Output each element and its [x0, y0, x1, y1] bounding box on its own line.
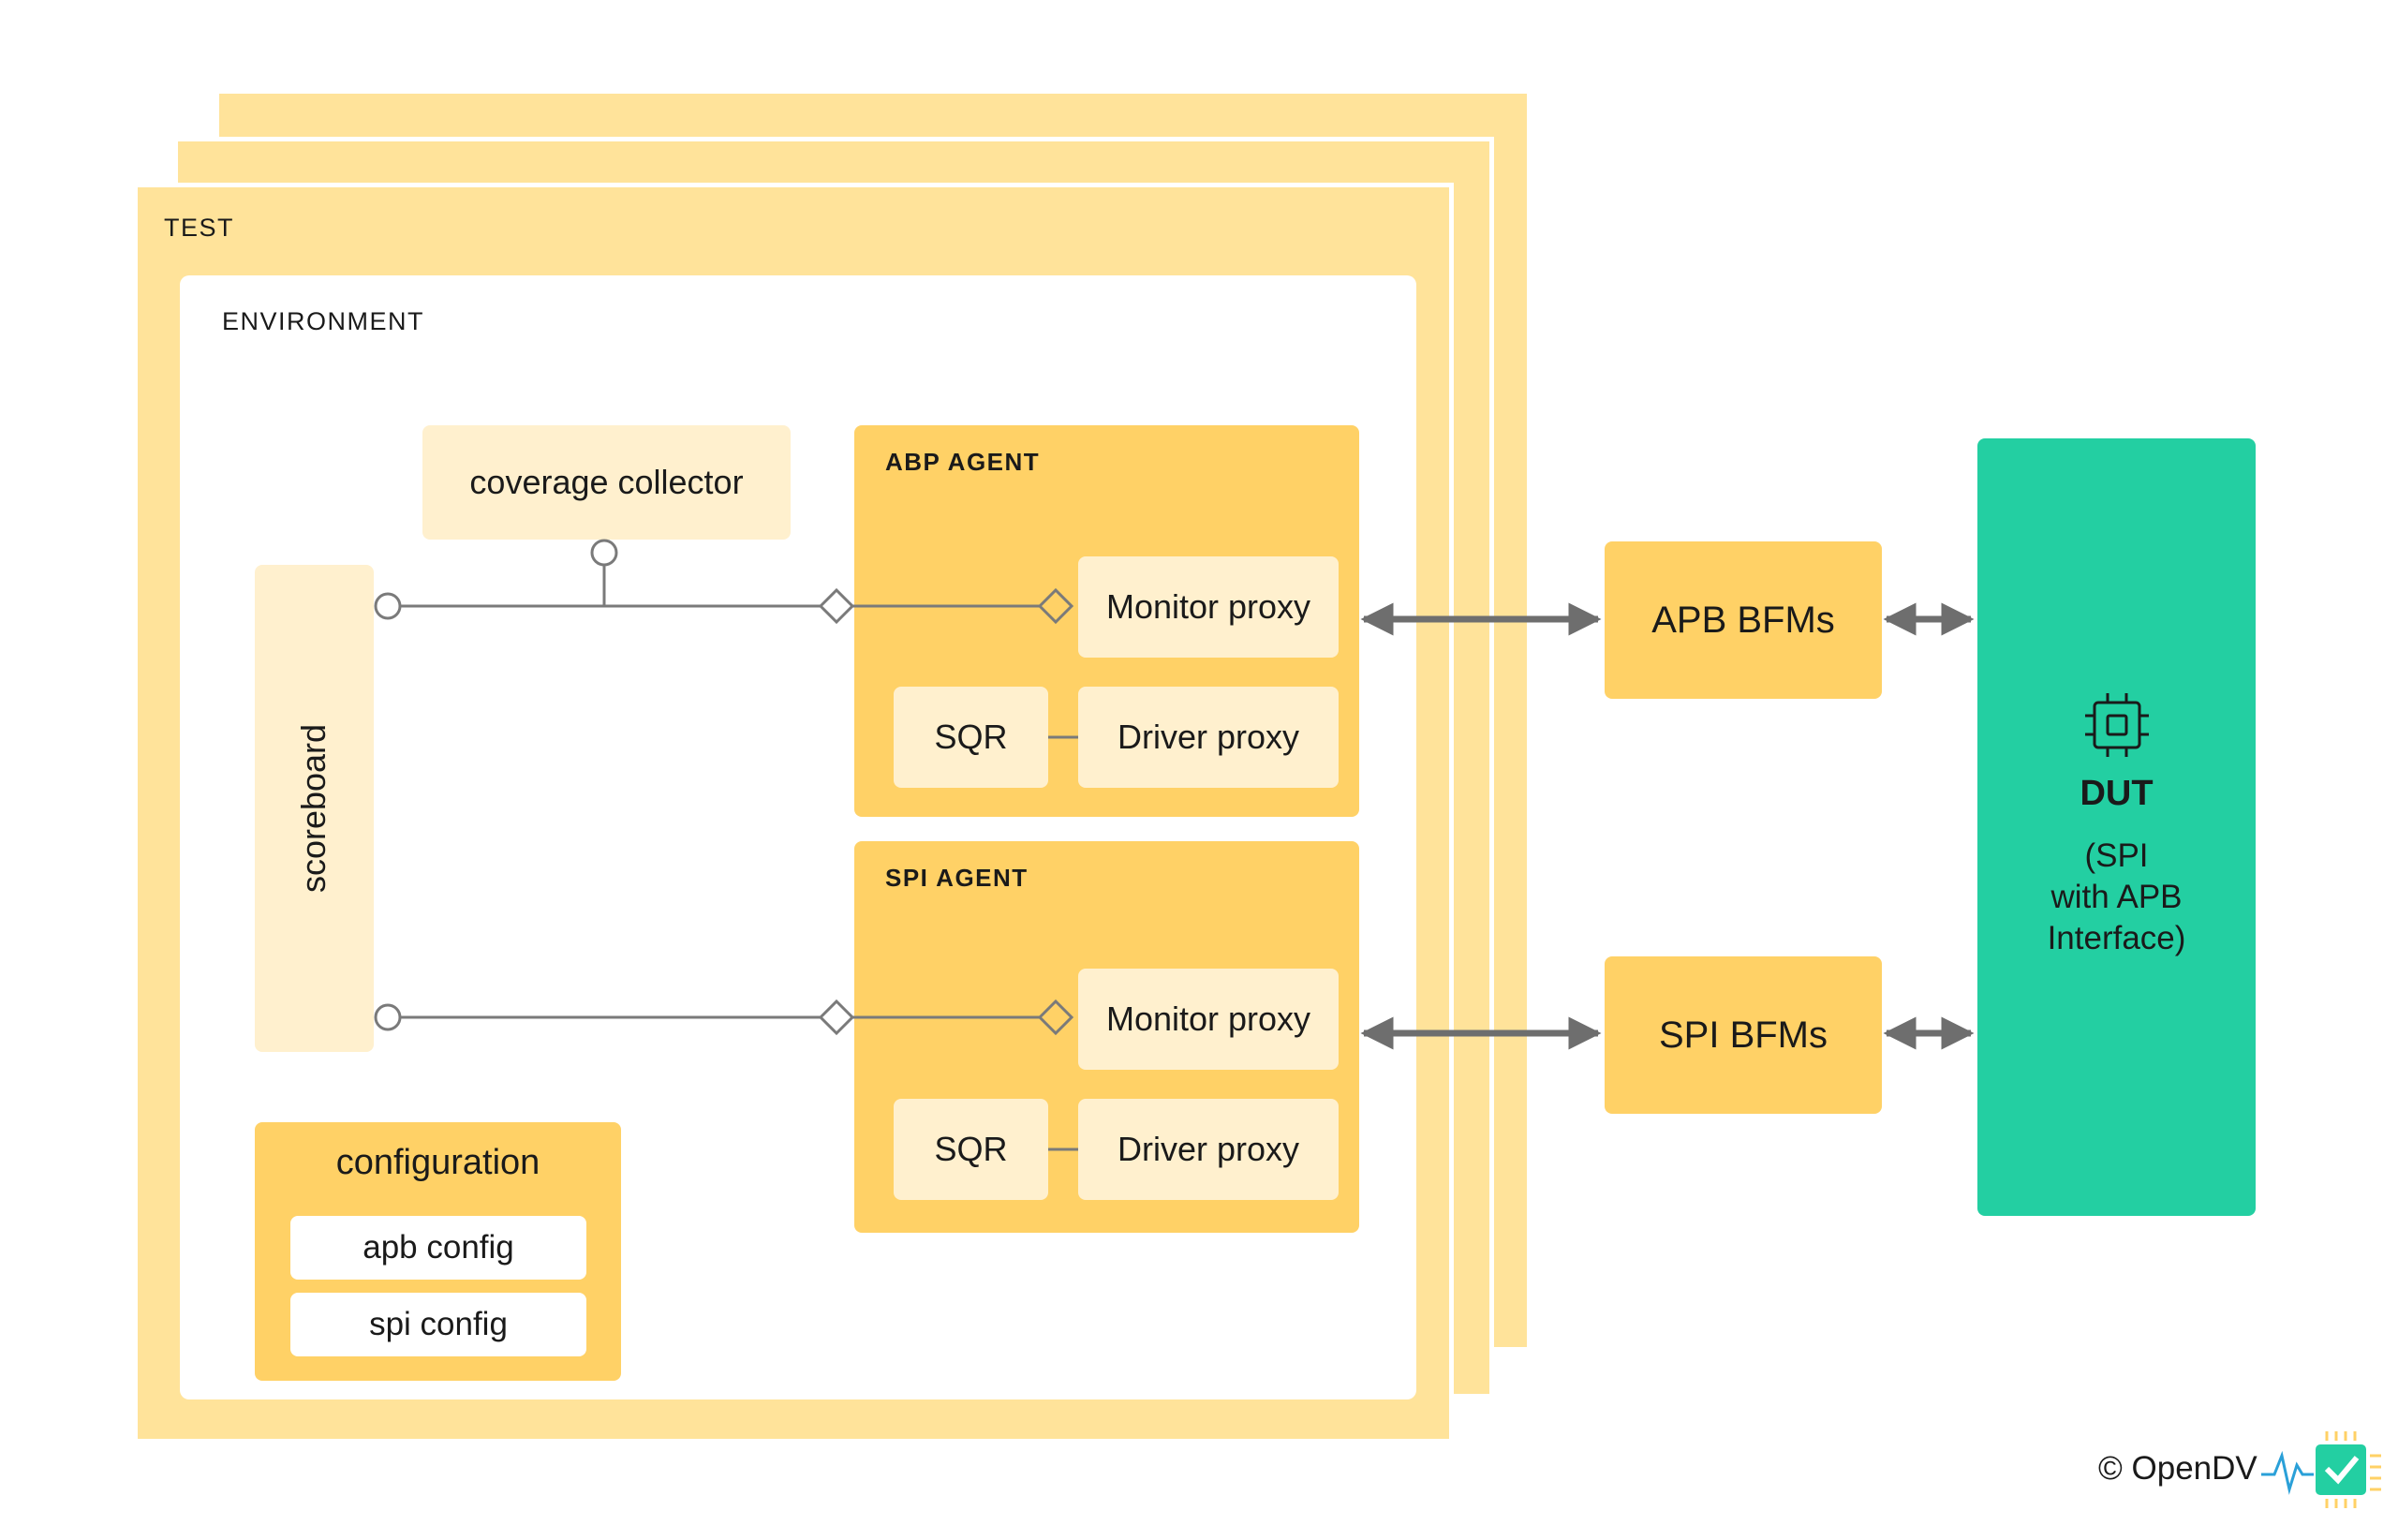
- apb-bfms-label: APB BFMs: [1651, 599, 1835, 641]
- abp-agent: ABP AGENT Monitor proxy SQR Driver proxy: [854, 425, 1359, 817]
- configuration-title: configuration: [335, 1143, 540, 1182]
- scoreboard-abp-port: [374, 592, 402, 620]
- abp-monitor-proxy-label: Monitor proxy: [1105, 587, 1311, 626]
- dut-subtitle-line-3: Interface): [2047, 920, 2186, 956]
- coverage-collector-label: coverage collector: [469, 463, 744, 501]
- copyright-text: © OpenDV: [2098, 1450, 2257, 1487]
- spi-config: spi config: [290, 1293, 586, 1356]
- abp-monitor-port: [1037, 587, 1074, 625]
- spi-monitor-port: [1037, 999, 1074, 1036]
- coverage-port: [590, 539, 618, 567]
- spi-config-label: spi config: [369, 1306, 508, 1342]
- apb-bfms: APB BFMs: [1605, 541, 1882, 699]
- test-label: TEST: [164, 214, 235, 242]
- spi-bfms-label: SPI BFMs: [1658, 1014, 1828, 1056]
- spi-sqr: SQR: [894, 1099, 1048, 1200]
- environment-label: ENVIRONMENT: [222, 307, 425, 335]
- abp-sqr: SQR: [894, 687, 1048, 788]
- spi-driver-proxy-label: Driver proxy: [1117, 1130, 1300, 1168]
- apb-config: apb config: [290, 1216, 586, 1280]
- chip-icon: [2085, 693, 2149, 757]
- spi-bfms: SPI BFMs: [1605, 956, 1882, 1114]
- configuration-block: configuration apb config spi config: [255, 1122, 621, 1381]
- spi-agent-port: [818, 999, 855, 1036]
- dut-subtitle: (SPI with APB Interface): [1977, 836, 2256, 959]
- dut-subtitle-line-1: (SPI: [2084, 837, 2149, 874]
- dut-block: DUT (SPI with APB Interface): [1977, 438, 2256, 1216]
- abp-driver-proxy-label: Driver proxy: [1117, 718, 1300, 756]
- spi-agent: SPI AGENT Monitor proxy SQR Driver proxy: [854, 841, 1359, 1233]
- abp-monitor-proxy: Monitor proxy: [1078, 556, 1339, 658]
- abp-driver-proxy: Driver proxy: [1078, 687, 1339, 788]
- dut-title: DUT: [2080, 774, 2154, 813]
- abp-agent-title: ABP AGENT: [885, 448, 1041, 476]
- opendv-logo-icon: [2261, 1431, 2381, 1508]
- scoreboard: scoreboard: [255, 565, 374, 1052]
- abp-sqr-label: SQR: [934, 718, 1008, 756]
- scoreboard-spi-port: [374, 1003, 402, 1031]
- abp-agent-port: [818, 587, 855, 625]
- apb-config-label: apb config: [363, 1229, 514, 1266]
- spi-monitor-proxy-label: Monitor proxy: [1105, 1000, 1311, 1038]
- coverage-collector: coverage collector: [422, 425, 791, 540]
- dut-subtitle-line-2: with APB: [2050, 879, 2183, 915]
- spi-sqr-label: SQR: [934, 1130, 1008, 1168]
- spi-driver-proxy: Driver proxy: [1078, 1099, 1339, 1200]
- spi-agent-title: SPI AGENT: [885, 864, 1029, 892]
- spi-monitor-proxy: Monitor proxy: [1078, 969, 1339, 1070]
